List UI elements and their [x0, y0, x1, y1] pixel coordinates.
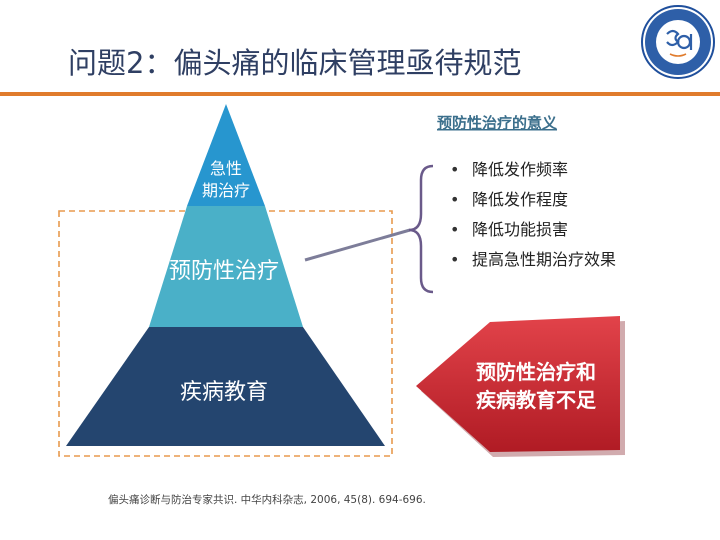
pyramid-bottom-layer: [66, 327, 385, 446]
bracket-brace: [408, 164, 434, 294]
significance-item: 降低发作频率: [472, 160, 568, 179]
bullet-dot: •: [450, 190, 459, 209]
bullet-dot: •: [450, 220, 459, 239]
title-divider: [0, 92, 720, 96]
pyramid-top-label-line2: 期治疗: [202, 181, 250, 200]
significance-item: 提高急性期治疗效果: [472, 250, 616, 269]
pyramid-diagram: 急性 期治疗 预防性治疗 疾病教育 预防性治疗的意义 • 降低发作频率 • 降低…: [58, 104, 625, 457]
significance-item: 降低发作程度: [472, 190, 568, 209]
reference-citation: 偏头痛诊断与防治专家共识. 中华内科杂志, 2006, 45(8). 694-6…: [108, 494, 426, 506]
pyramid-middle-layer: [149, 206, 303, 327]
pyramid-middle-label: 预防性治疗: [169, 259, 279, 284]
slide-title: 问题2：偏头痛的临床管理亟待规范: [68, 46, 522, 80]
pyramid-bottom-label: 疾病教育: [180, 380, 268, 405]
hospital-seal-icon: [641, 5, 715, 79]
connector-line: [304, 228, 411, 262]
callout-line1: 预防性治疗和: [476, 360, 596, 384]
bullet-dot: •: [450, 250, 459, 269]
significance-item: 降低功能损害: [472, 220, 568, 239]
bullet-dot: •: [450, 160, 459, 179]
pyramid-top-layer: [187, 104, 265, 206]
dashed-highlight-box: [58, 210, 393, 457]
callout-line2: 疾病教育不足: [476, 388, 597, 412]
significance-heading: 预防性治疗的意义: [437, 114, 557, 132]
callout-arrow: [416, 316, 620, 452]
pyramid-top-label-line1: 急性: [210, 159, 242, 178]
